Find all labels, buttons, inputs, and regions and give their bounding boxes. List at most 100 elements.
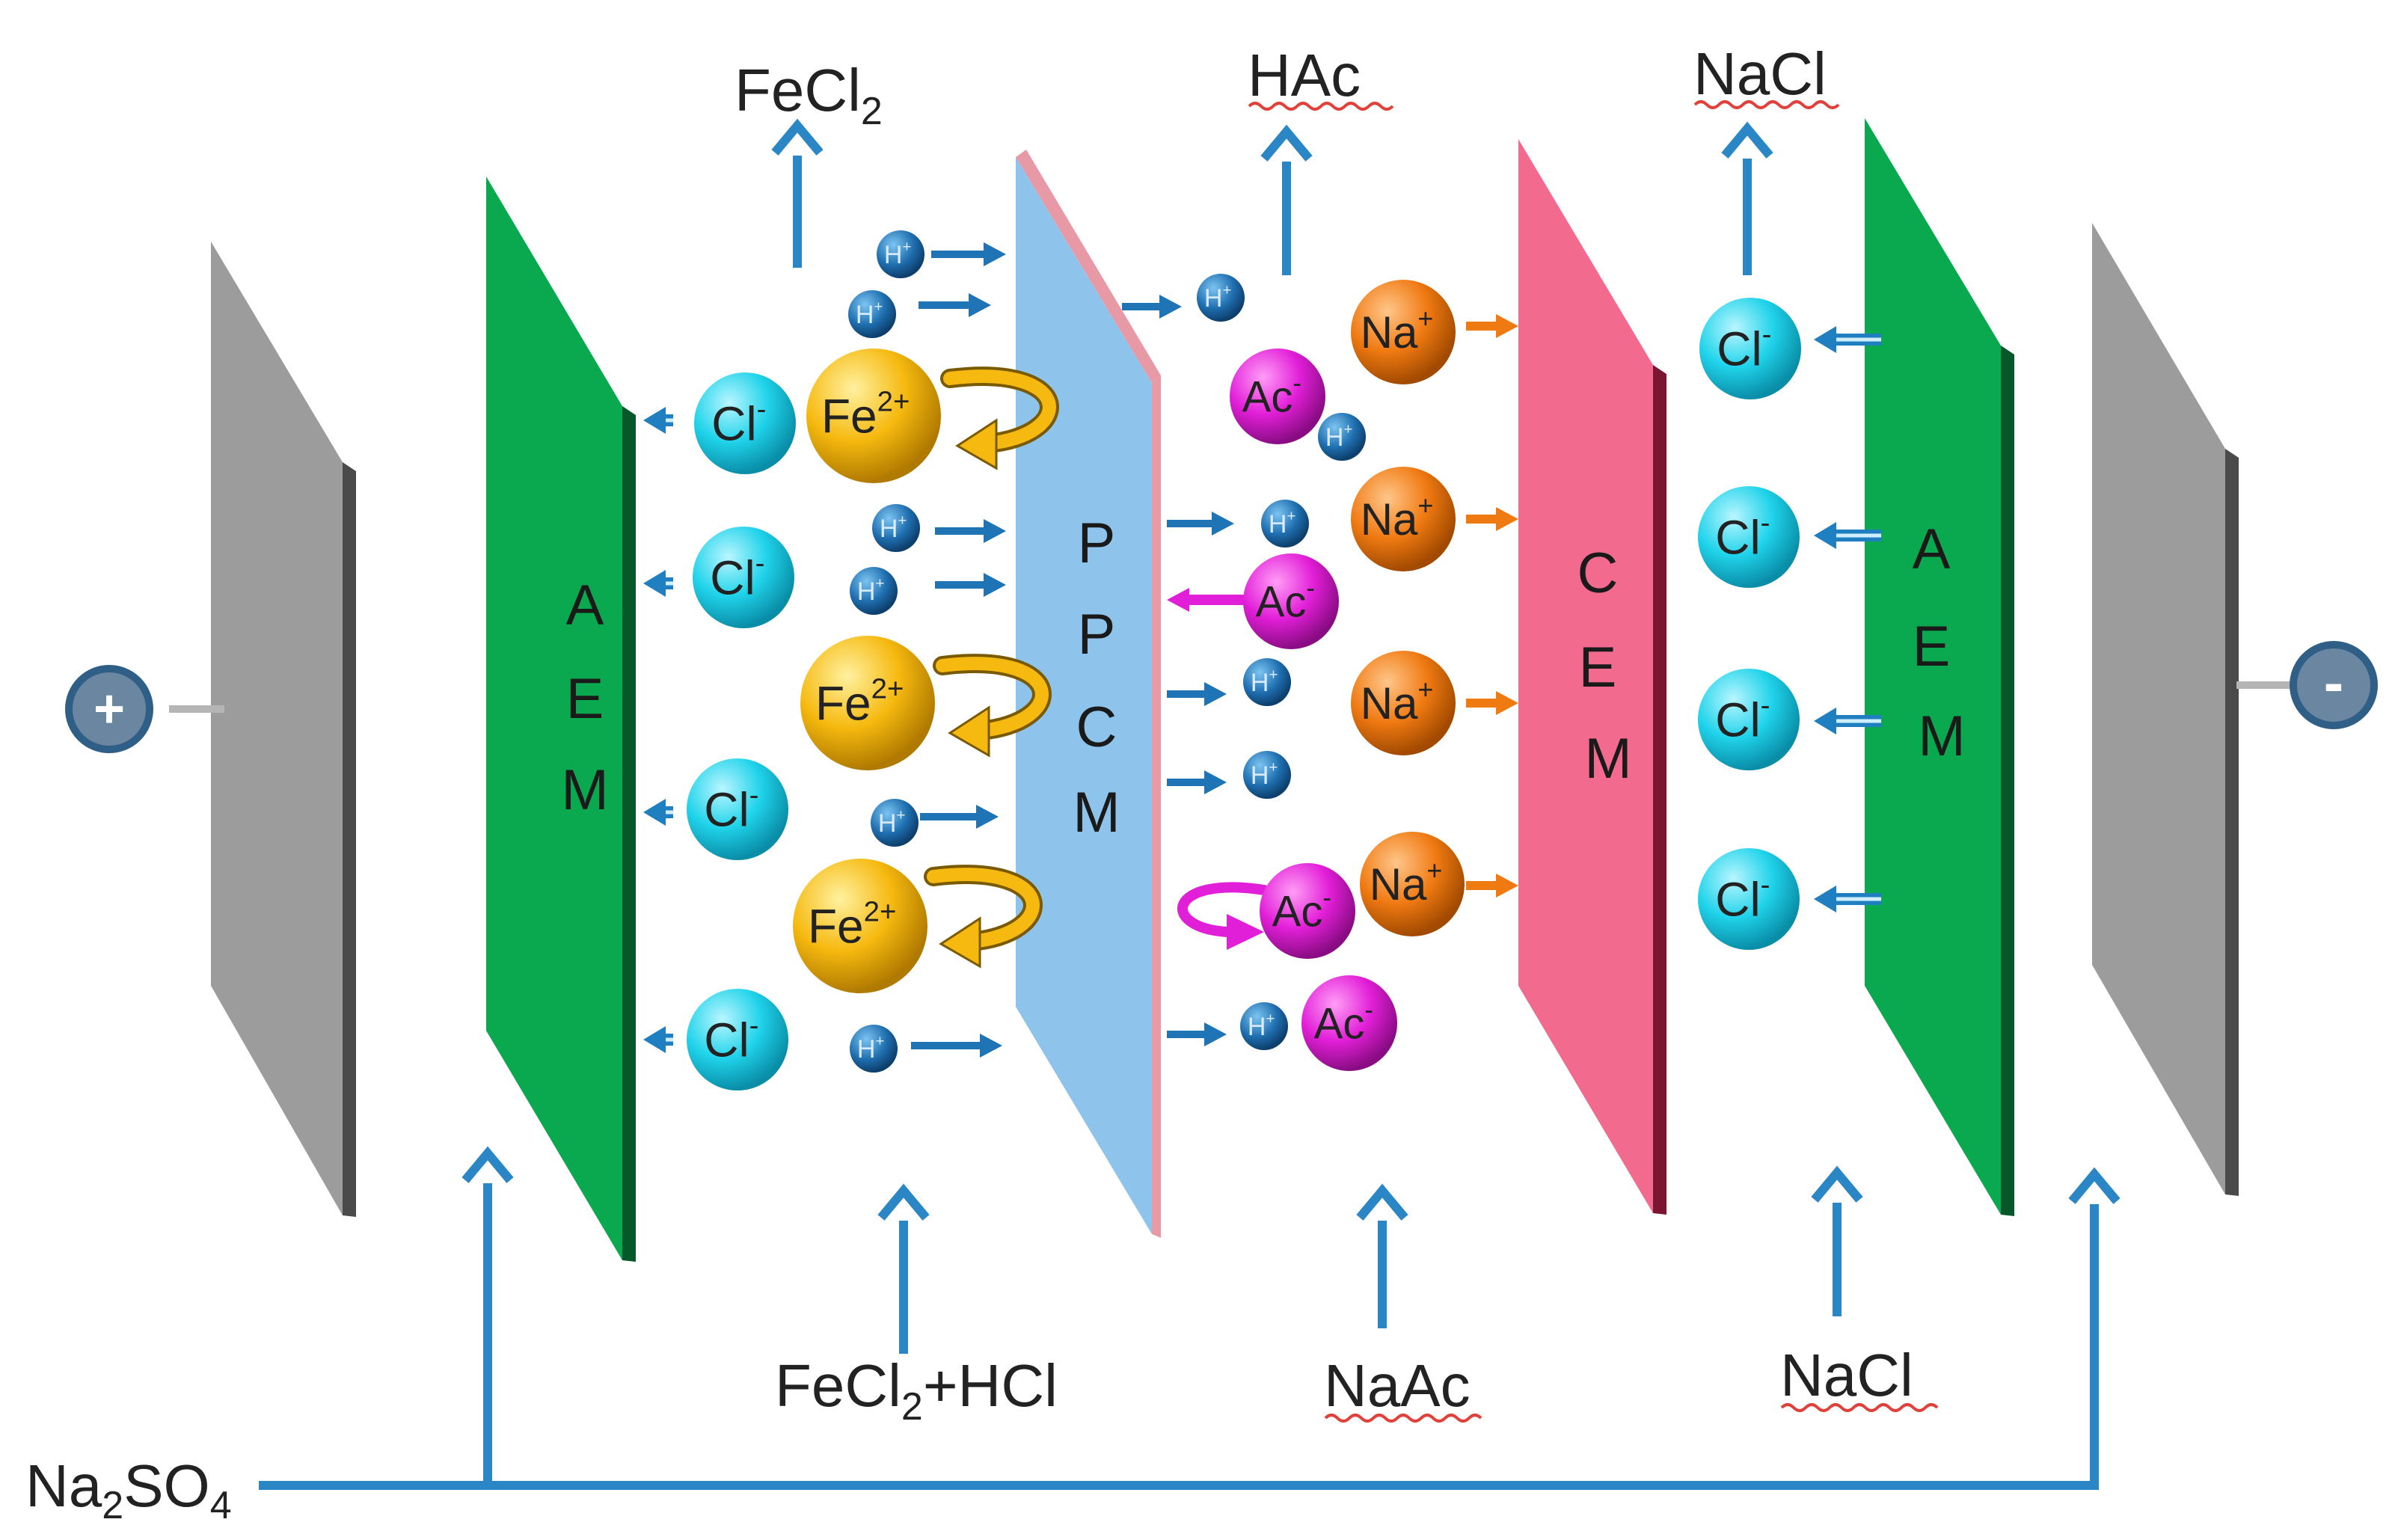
svg-text:H+: H+ [856, 299, 883, 329]
h-arrow-left-0 [931, 242, 1006, 266]
h-ion-4: H+ [871, 799, 919, 847]
h-arrow-mid-1 [1167, 512, 1234, 536]
svg-text:Na+: Na+ [1361, 303, 1434, 358]
fe-return-arrow-2 [924, 865, 1043, 969]
svg-text:Cl-: Cl- [704, 779, 758, 837]
fe-return-arrow-0 [940, 366, 1059, 470]
ac-ion-0: Ac- [1230, 349, 1325, 444]
svg-text:H+: H+ [1248, 1011, 1275, 1041]
inlet-arrow-fecl2-hcl [877, 1183, 930, 1354]
outlet-arrow-hac [1260, 124, 1313, 275]
cem-letter-e: E [1579, 636, 1617, 699]
svg-text:H+: H+ [1204, 283, 1231, 313]
cl-arrow-left-2 [643, 799, 673, 826]
aem-left-letter-a: A [566, 574, 604, 637]
fe-return-arrow-1 [933, 654, 1052, 758]
rinse-arrow-left [462, 1146, 514, 1485]
h-ion-2: H+ [872, 504, 920, 552]
na-arrow-1 [1466, 507, 1518, 531]
svg-text:Fe2+: Fe2+ [821, 386, 910, 444]
svg-text:Na+: Na+ [1361, 674, 1434, 728]
svg-text:Cl-: Cl- [1715, 690, 1770, 747]
h-ion-11: H+ [1240, 1002, 1288, 1050]
spellcheck-underlines [1248, 100, 1939, 1423]
h-ion-10: H+ [1243, 751, 1291, 799]
svg-text:Na+: Na+ [1370, 855, 1443, 909]
na-ion-2: Na+ [1351, 651, 1456, 755]
svg-text:Fe2+: Fe2+ [808, 896, 896, 954]
ppcm-letter-c: C [1076, 696, 1117, 759]
cathode-symbol: - [2324, 649, 2344, 716]
na-arrow-2 [1466, 691, 1518, 715]
aem-left-letter-e: E [566, 667, 604, 731]
cl-arrow-left-1 [643, 570, 673, 597]
na-ion-1: Na+ [1351, 467, 1456, 571]
svg-text:H+: H+ [880, 513, 907, 543]
h-arrow-mid-0 [1122, 295, 1182, 319]
h-ion-3: H+ [850, 567, 898, 615]
inlet-arrow-nacl [1811, 1165, 1863, 1316]
svg-text:Cl-: Cl- [1715, 507, 1770, 565]
aem-right-letter-e: E [1913, 615, 1951, 678]
svg-text:H+: H+ [884, 239, 911, 269]
h-arrow-left-3 [935, 573, 1006, 597]
ac-ion-3: Ac- [1301, 975, 1397, 1071]
cl-ion-1: Cl- [693, 527, 794, 628]
svg-text:Ac-: Ac- [1314, 996, 1373, 1048]
inlet-arrow-naac [1356, 1183, 1408, 1328]
svg-text:H+: H+ [1325, 422, 1352, 452]
cl-ion-7: Cl- [1698, 848, 1800, 950]
na-ion-3: Na+ [1360, 832, 1465, 936]
na-arrow-3 [1466, 874, 1518, 898]
aem-right-letter-m: M [1918, 705, 1965, 768]
inlet-label-fecl2-hcl: FeCl2+HCl [775, 1352, 1058, 1429]
outlet-label-fecl2: FeCl2 [735, 57, 883, 133]
na-ion-0: Na+ [1351, 280, 1456, 384]
cl-ion-6: Cl- [1698, 669, 1800, 770]
anode-plate [211, 242, 356, 1217]
svg-text:Fe2+: Fe2+ [815, 673, 904, 731]
h-arrow-left-4 [920, 805, 999, 829]
h-arrow-mid-4 [1167, 1022, 1227, 1046]
ppcm-letter-m: M [1073, 781, 1120, 844]
svg-text:Ac-: Ac- [1256, 574, 1315, 626]
aem-left-letter-m: M [561, 758, 608, 822]
svg-text:H+: H+ [1251, 760, 1278, 790]
outlet-label-nacl: NaCl [1693, 40, 1827, 107]
na-arrow-0 [1466, 314, 1518, 338]
svg-text:Cl-: Cl- [704, 1010, 758, 1067]
ac-return-arrow [1177, 882, 1269, 950]
anode-terminal: + [65, 665, 153, 753]
membrane-aem-right: A E M [1865, 118, 2014, 1216]
h-ion-9: H+ [1243, 658, 1291, 706]
cl-arrow-right-2 [1814, 708, 1881, 734]
h-ion-0: H+ [877, 230, 925, 278]
h-ion-5: H+ [850, 1025, 898, 1073]
cl-arrow-left-3 [643, 1026, 673, 1053]
cl-arrow-right-3 [1814, 886, 1881, 912]
outlet-arrow-nacl [1721, 121, 1773, 275]
cem-letter-m: M [1584, 727, 1631, 791]
h-ion-7: H+ [1318, 413, 1366, 461]
h-ion-8: H+ [1261, 500, 1309, 547]
h-arrow-mid-3 [1167, 770, 1227, 794]
cl-ion-5: Cl- [1698, 486, 1800, 588]
cl-arrow-right-1 [1814, 522, 1881, 549]
cathode-terminal: - [2290, 641, 2378, 729]
inlet-label-naac: NaAc [1324, 1352, 1471, 1419]
rinse-label-na2so4: Na2SO4 [25, 1452, 232, 1527]
ac-ion-2: Ac- [1260, 863, 1355, 959]
ions: H+H+H+H+H+H+H+H+H+H+H+H+Cl-Cl-Cl-Cl-Cl-C… [687, 230, 1801, 1090]
ppcm-letter-p1: P [1078, 512, 1116, 575]
flow-arrows [259, 118, 2121, 1490]
h-ion-6: H+ [1197, 274, 1245, 322]
svg-text:Cl-: Cl- [1715, 869, 1770, 927]
cathode-plate [2092, 223, 2239, 1196]
aem-right-letter-a: A [1913, 518, 1951, 581]
svg-text:Cl-: Cl- [710, 547, 764, 605]
cl-arrow-right-0 [1814, 326, 1881, 353]
svg-text:H+: H+ [1269, 509, 1295, 539]
svg-text:Cl-: Cl- [1717, 319, 1771, 376]
cl-ion-3: Cl- [687, 989, 788, 1090]
